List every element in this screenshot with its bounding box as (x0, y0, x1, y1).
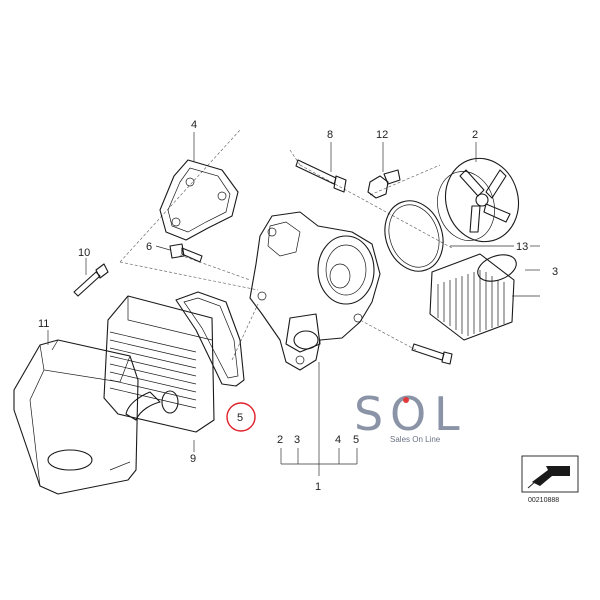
o-ring-13 (384, 200, 444, 272)
callout-13: 13 (516, 241, 528, 253)
oil-cooler-cover (13, 339, 139, 495)
callout-12: 12 (376, 129, 388, 141)
callout-9: 9 (190, 453, 196, 465)
callout-4-bottom: 4 (335, 434, 341, 446)
bolt-8 (295, 159, 347, 193)
filter-element (429, 253, 517, 341)
logo-accent-dot (403, 397, 409, 403)
callout-5-highlighted: 5 (237, 412, 243, 424)
callout-3-right: 3 (552, 266, 558, 278)
callout-8: 8 (327, 129, 333, 141)
callout-4-top: 4 (191, 119, 197, 131)
callout-11: 11 (38, 318, 49, 330)
logo-letter-s: S (354, 387, 383, 441)
logo-tagline: Sales On Line (390, 435, 441, 444)
callout-5-bottom: 5 (353, 434, 359, 446)
logo-letter-o: O (390, 387, 426, 441)
callout-2-bottom: 2 (277, 434, 283, 446)
callout-2-top: 2 (472, 129, 478, 141)
callouts: 4 8 12 2 6 13 10 3 11 5 2 3 4 5 9 1 (38, 119, 558, 493)
perspective-guides (119, 129, 453, 361)
oil-cooler (103, 295, 215, 433)
sensor-12 (367, 169, 401, 199)
reference-arrow-box: 00210888 (521, 455, 579, 504)
gasket-seal (175, 291, 245, 387)
filter-cap (437, 157, 519, 243)
screw-6 (169, 243, 203, 263)
oil-filter-housing (249, 211, 381, 371)
callout-1: 1 (315, 481, 321, 493)
logo-letter-l: L (434, 387, 460, 441)
upper-gasket (159, 159, 239, 241)
callout-6: 6 (146, 241, 152, 253)
leader-lines (47, 132, 540, 476)
sol-logo: S O L Sales On Line (354, 387, 460, 444)
callout-10: 10 (78, 247, 90, 259)
bolt-lower (411, 343, 453, 365)
highlight-circle (226, 402, 256, 432)
callout-3-bottom: 3 (294, 434, 300, 446)
bolt-10 (73, 263, 109, 297)
catalog-number: 00210888 (528, 497, 559, 504)
